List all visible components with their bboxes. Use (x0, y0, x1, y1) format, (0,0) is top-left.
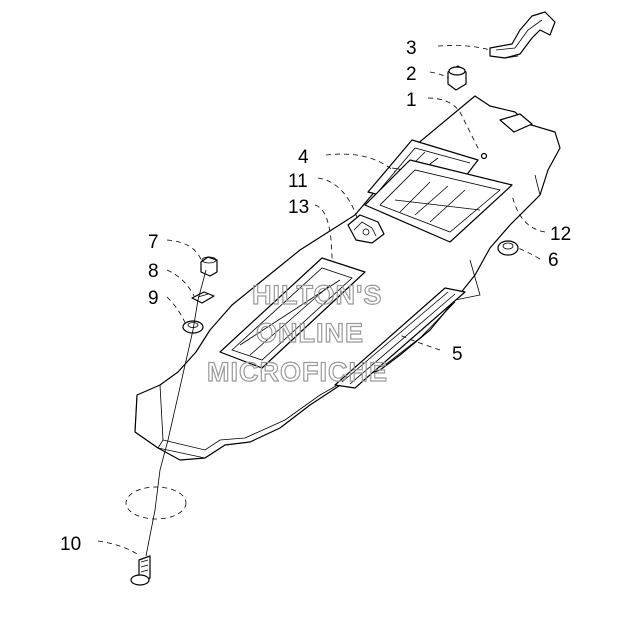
watermark-line-3: MICROFICHE (207, 357, 388, 387)
callout-10: 10 (60, 534, 81, 555)
callout-labels: 3 2 1 4 11 13 12 6 7 8 9 5 10 (60, 38, 571, 555)
mounting-hole-outline (125, 486, 187, 520)
assembly-line (145, 269, 207, 557)
emblem-11 (347, 214, 385, 244)
bolt-10 (130, 555, 151, 586)
callout-11: 11 (288, 171, 308, 192)
leader-lines (97, 45, 546, 557)
callout-2: 2 (406, 64, 417, 85)
callout-7: 7 (148, 232, 159, 253)
watermark: HILTON'S ONLINE MICROFICHE (206, 279, 388, 387)
callout-4: 4 (298, 147, 309, 168)
washer-9 (182, 320, 204, 334)
callout-1: 1 (406, 90, 417, 111)
callout-8: 8 (148, 261, 159, 282)
side-strip-5 (334, 287, 466, 389)
callout-5: 5 (452, 344, 463, 365)
callout-12: 12 (550, 224, 571, 245)
callout-6: 6 (548, 250, 559, 271)
bracket-3 (489, 11, 556, 59)
callout-13: 13 (288, 197, 309, 218)
clip-8 (191, 291, 215, 304)
watermark-line-1: HILTON'S (252, 280, 382, 310)
decal-13 (219, 257, 366, 369)
watermark-line-2: ONLINE (256, 318, 364, 348)
callout-9: 9 (148, 288, 159, 309)
cap-7 (200, 256, 218, 277)
plug-2 (447, 65, 467, 91)
callout-3: 3 (406, 38, 417, 59)
grommet-6 (497, 240, 519, 256)
decal-12 (364, 159, 513, 243)
